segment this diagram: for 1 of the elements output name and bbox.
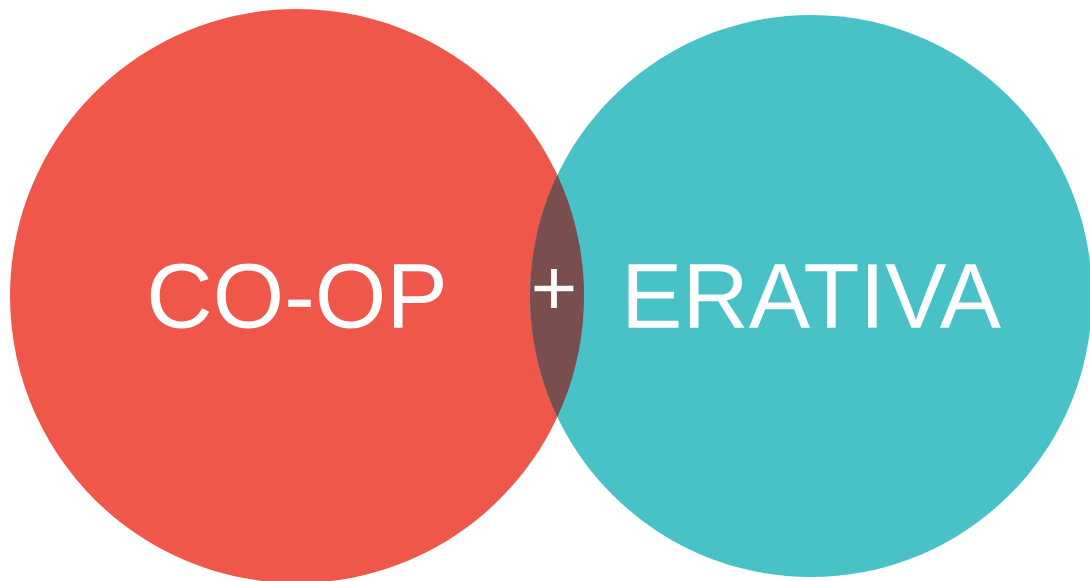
overlap-lens: + bbox=[534, 268, 574, 309]
